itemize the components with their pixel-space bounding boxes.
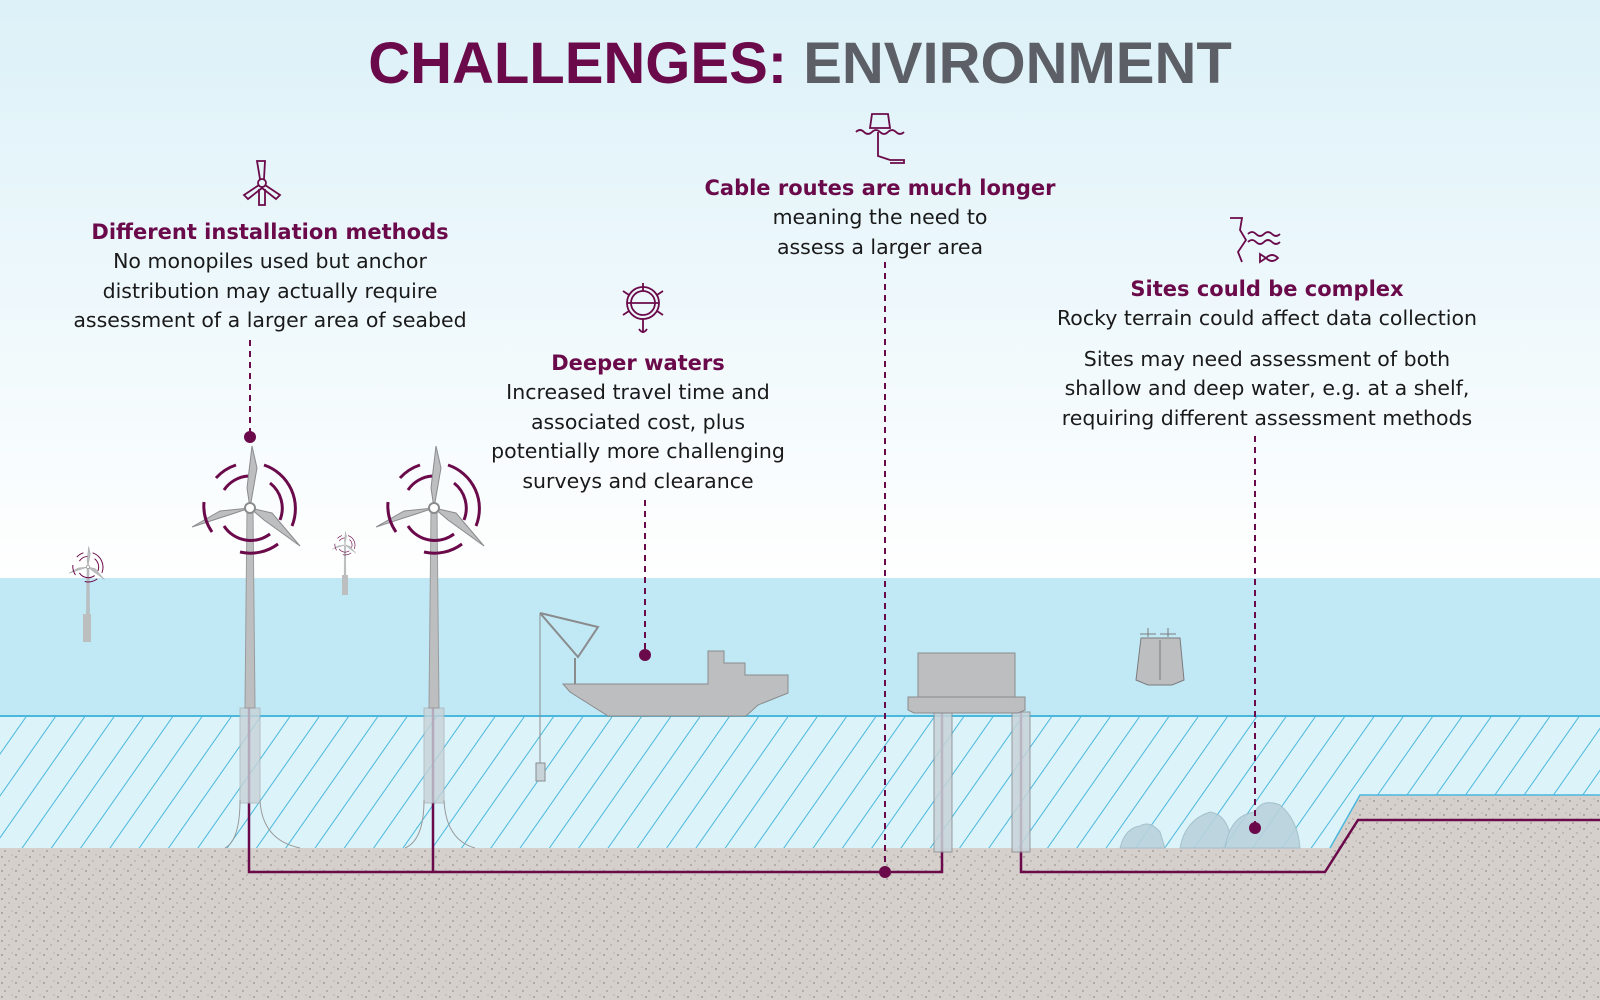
floating-foundation: [1135, 628, 1185, 686]
callout-text: Sites may need assessment of both: [1083, 346, 1451, 371]
ship-wheel-anchor-icon: [622, 283, 664, 333]
callout-cable-routes: Cable routes are much longer meaning the…: [704, 173, 1055, 262]
callout-text: assess a larger area: [776, 234, 984, 259]
callout-heading: Sites could be complex: [1130, 277, 1404, 301]
callout-dots: [244, 431, 1261, 878]
sea: [0, 578, 1600, 718]
callout-text: shallow and deep water, e.g. at a shelf,: [1064, 376, 1470, 400]
callout-heading: Cable routes are much longer: [704, 176, 1056, 200]
callout-text: requiring different assessment methods: [1061, 405, 1473, 430]
callout-text: assessment of a larger area of seabed: [73, 308, 467, 332]
floating-turbine: [190, 444, 302, 849]
callout-leaders: [249, 262, 1256, 868]
page-title: CHALLENGES: ENVIRONMENT: [0, 30, 1600, 97]
callout-text: No monopiles used but anchor: [113, 249, 427, 273]
survey-vessel: [535, 612, 789, 782]
sky: [0, 0, 1600, 580]
wind-turbine-icon: [242, 160, 282, 206]
distant-turbine: [68, 546, 105, 642]
distant-turbine: [331, 531, 357, 595]
callout-text: surveys and clearance: [522, 468, 754, 493]
deep-water-zone: [0, 716, 1600, 850]
seabed: [0, 795, 1600, 1000]
title-environment: ENVIRONMENT: [803, 31, 1232, 96]
buoy-cable-icon: [855, 113, 905, 164]
callout-complex-sites: Sites could be complex Rocky terrain cou…: [1057, 274, 1477, 433]
callout-installation-methods: Different installation methods No monopi…: [73, 217, 466, 336]
callout-text: Increased travel time and: [506, 380, 770, 404]
callout-text: associated cost, plus: [530, 409, 746, 434]
callout-text: meaning the need to: [772, 205, 988, 229]
cliff-waves-fish-icon: [1230, 217, 1281, 264]
callout-deeper-waters: Deeper waters Increased travel time and …: [491, 348, 785, 496]
callout-text: potentially more challenging: [491, 439, 785, 463]
title-challenges: CHALLENGES:: [368, 31, 788, 96]
callout-text: distribution may actually require: [102, 278, 438, 303]
floating-turbine: [374, 444, 486, 849]
callout-heading: Deeper waters: [551, 351, 725, 375]
callout-heading: Different installation methods: [91, 220, 449, 244]
callout-text: Rocky terrain could affect data collecti…: [1056, 306, 1478, 330]
rocks: [1119, 802, 1301, 849]
offshore-substation: [907, 652, 1031, 853]
